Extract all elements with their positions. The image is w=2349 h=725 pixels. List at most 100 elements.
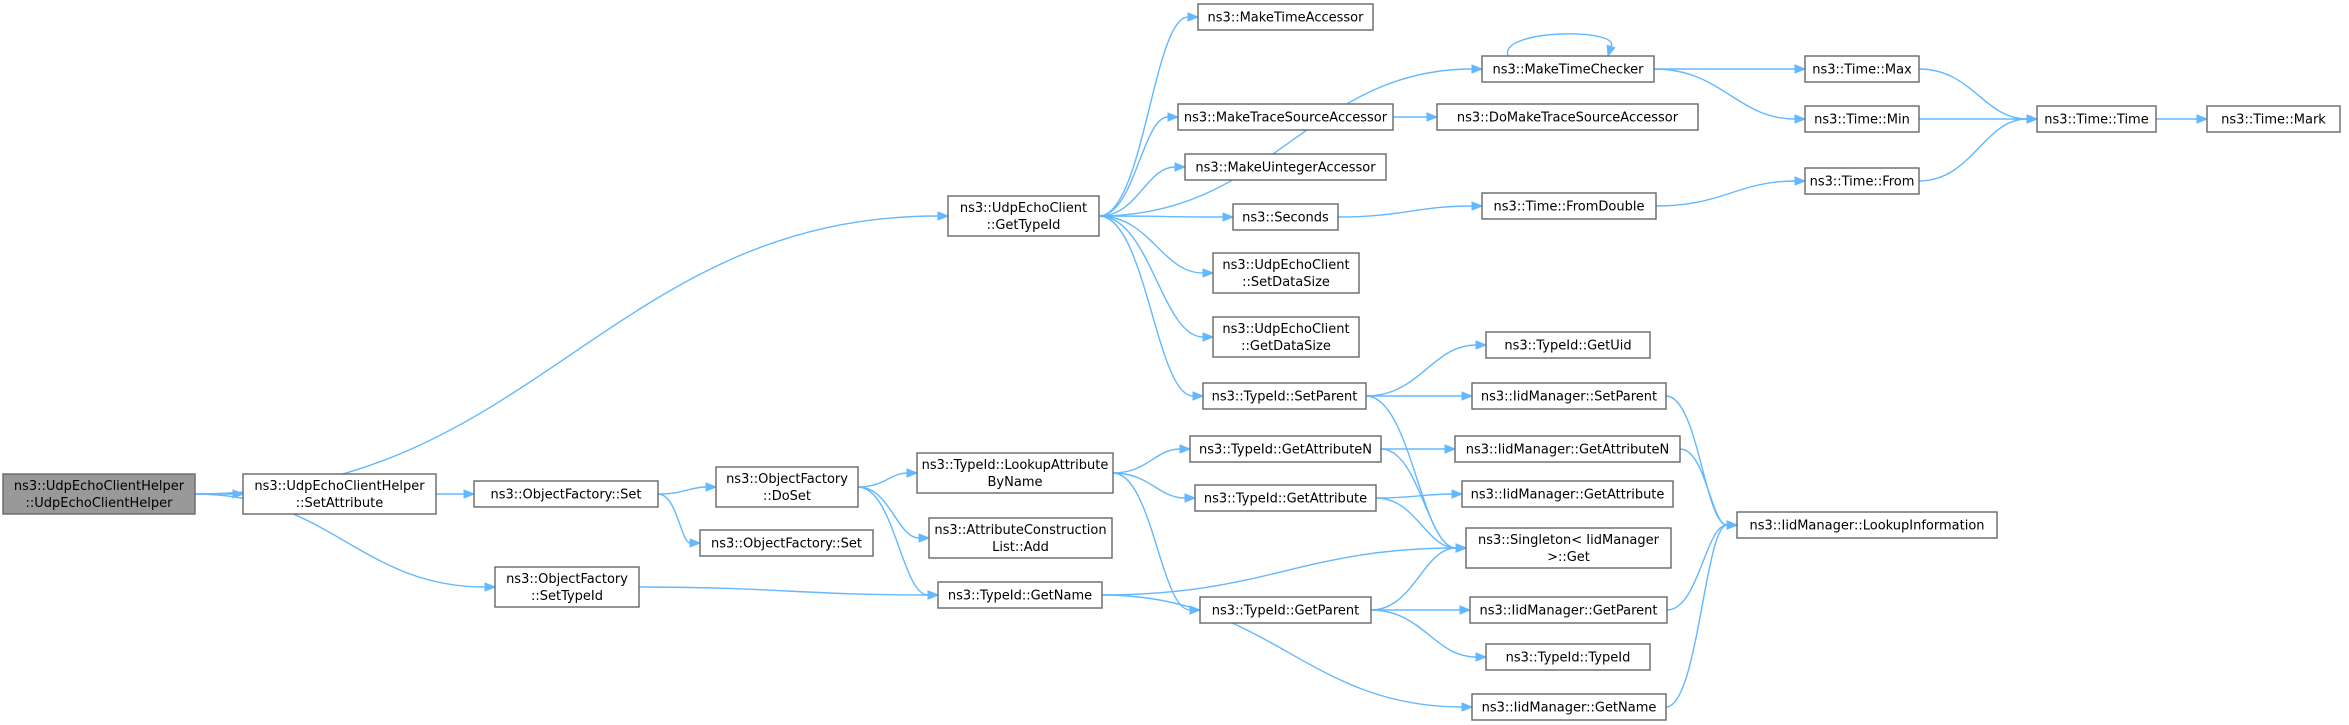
node-root[interactable]: ns3::UdpEchoClientHelper::UdpEchoClientH…: [2, 473, 196, 515]
edge-arrowhead: [1461, 391, 1474, 401]
edge-getAttrN-to-iidGetAttrN: [1381, 444, 1457, 454]
node-ofSet2[interactable]: ns3::ObjectFactory::Set: [699, 529, 874, 557]
node-label: ByName: [988, 475, 1043, 490]
node-label: List::Add: [992, 540, 1049, 555]
node-label: ::UdpEchoClientHelper: [26, 496, 174, 511]
node-setattr[interactable]: ns3::UdpEchoClientHelper::SetAttribute: [242, 473, 437, 515]
node-ofDoSet[interactable]: ns3::ObjectFactory::DoSet: [715, 466, 859, 508]
edge-arrowhead: [906, 468, 919, 478]
node-makeTimeChecker[interactable]: ns3::MakeTimeChecker: [1481, 55, 1655, 83]
node-label: ::SetAttribute: [296, 496, 384, 511]
node-box: [937, 581, 1103, 609]
node-box: [699, 529, 874, 557]
edge-fromDouble-to-timeFrom: [1655, 176, 1807, 207]
node-box: [1481, 55, 1655, 83]
node-getDataSize[interactable]: ns3::UdpEchoClient::GetDataSize: [1212, 316, 1360, 358]
node-timeMax[interactable]: ns3::Time::Max: [1804, 55, 1920, 83]
edge-makeTraceAcc-to-doMakeTrace: [1393, 112, 1439, 122]
edge-line: [857, 486, 929, 596]
node-ofSetTypeId[interactable]: ns3::ObjectFactory::SetTypeId: [494, 566, 640, 608]
node-fromDouble[interactable]: ns3::Time::FromDouble: [1481, 192, 1657, 220]
node-box: [1471, 382, 1667, 410]
edge-line: [1098, 215, 1194, 397]
edge-ofDoSet-to-lookupAttr: [857, 468, 919, 488]
node-ofSet1[interactable]: ns3::ObjectFactory::Set: [473, 480, 659, 508]
edge-arrowhead: [2026, 114, 2039, 124]
node-iidGetAttr[interactable]: ns3::IidManager::GetAttribute: [1461, 480, 1674, 508]
node-timeMark[interactable]: ns3::Time::Mark: [2206, 105, 2341, 133]
edge-line: [1665, 524, 1728, 708]
node-box: [928, 517, 1113, 559]
edge-arrowhead: [1606, 44, 1616, 58]
node-seconds[interactable]: ns3::Seconds: [1232, 203, 1339, 231]
node-singletonGet[interactable]: ns3::Singleton< IidManager >::Get: [1465, 527, 1672, 569]
node-label: ns3::IidManager::LookupInformation: [1749, 519, 1984, 534]
edge-arrowhead: [1459, 605, 1472, 615]
edge-arrowhead: [1726, 520, 1739, 530]
call-graph-nodes: ns3::UdpEchoClientHelper::UdpEchoClientH…: [2, 3, 2341, 721]
node-getTypeId[interactable]: ns3::UdpEchoClient::GetTypeId: [947, 195, 1100, 237]
node-label: ns3::IidManager::GetAttribute: [1471, 488, 1665, 503]
node-iidSetParent[interactable]: ns3::IidManager::SetParent: [1471, 382, 1667, 410]
node-getAttrN[interactable]: ns3::TypeId::GetAttributeN: [1189, 435, 1382, 463]
edge-setParent-to-getUid: [1365, 340, 1488, 397]
edge-line: [1655, 180, 1796, 207]
node-box: [1736, 511, 1998, 539]
node-label: ::GetTypeId: [987, 218, 1061, 233]
edge-arrowhead: [1202, 268, 1215, 278]
edge-arrowhead: [937, 211, 950, 221]
node-iidGetParent[interactable]: ns3::IidManager::GetParent: [1469, 596, 1668, 624]
node-makeUintAcc[interactable]: ns3::MakeUintegerAccessor: [1184, 153, 1387, 181]
edge-arrowhead: [232, 489, 245, 499]
node-tidGetName[interactable]: ns3::TypeId::GetName: [937, 581, 1103, 609]
edge-setParent-to-singletonGet: [1365, 395, 1468, 553]
node-getParent[interactable]: ns3::TypeId::GetParent: [1199, 596, 1372, 624]
node-label: ::DoSet: [763, 489, 811, 504]
node-iidGetName[interactable]: ns3::IidManager::GetName: [1471, 693, 1667, 721]
node-box: [473, 480, 659, 508]
node-box: [1212, 252, 1360, 294]
edge-arrowhead: [689, 538, 702, 548]
edge-line: [857, 472, 908, 488]
node-makeTraceAcc[interactable]: ns3::MakeTraceSourceAccessor: [1177, 103, 1394, 131]
node-box: [1469, 596, 1668, 624]
node-doMakeTrace[interactable]: ns3::DoMakeTraceSourceAccessor: [1436, 103, 1699, 131]
node-makeTimeAcc[interactable]: ns3::MakeTimeAccessor: [1197, 3, 1374, 31]
node-timeFrom[interactable]: ns3::Time::From: [1804, 167, 1920, 195]
node-label: ns3::TypeId::GetParent: [1212, 604, 1360, 619]
node-timeMin[interactable]: ns3::Time::Min: [1804, 105, 1920, 133]
edge-iidGetName-to-lookupInfo: [1665, 520, 1739, 708]
node-box: [2036, 105, 2157, 133]
node-lookupInfo[interactable]: ns3::IidManager::LookupInformation: [1736, 511, 1998, 539]
node-tidTypeId[interactable]: ns3::TypeId::TypeId: [1485, 643, 1651, 671]
edge-line: [1101, 594, 1463, 708]
node-setDataSize[interactable]: ns3::UdpEchoClient::SetDataSize: [1212, 252, 1360, 294]
node-setParent[interactable]: ns3::TypeId::SetParent: [1202, 382, 1367, 410]
node-label: ns3::IidManager::SetParent: [1481, 390, 1657, 405]
edge-arrowhead: [1174, 162, 1187, 172]
edge-setattr-to-ofSet1: [436, 489, 476, 499]
node-iidGetAttrN[interactable]: ns3::IidManager::GetAttributeN: [1454, 435, 1681, 463]
node-label: ns3::TypeId::SetParent: [1212, 390, 1358, 405]
edge-arrowhead: [1451, 489, 1464, 499]
edge-getParent-to-tidTypeId: [1370, 609, 1488, 662]
edge-arrowhead: [1167, 112, 1180, 122]
call-graph-edges: [194, 12, 2209, 712]
node-box: [2206, 105, 2341, 133]
edge-makeTimeChecker-to-timeMin: [1653, 68, 1807, 124]
node-label: ns3::TypeId::GetAttribute: [1204, 492, 1367, 507]
node-box: [947, 195, 1100, 237]
edge-line: [1679, 448, 1728, 526]
node-label: ::SetTypeId: [531, 589, 603, 604]
node-label: ns3::TypeId::GetName: [948, 589, 1092, 604]
node-getUid[interactable]: ns3::TypeId::GetUid: [1485, 331, 1651, 359]
node-timeTime[interactable]: ns3::Time::Time: [2036, 105, 2157, 133]
node-box: [1485, 331, 1651, 359]
node-box: [1461, 480, 1674, 508]
edge-arrowhead: [918, 533, 931, 543]
node-getAttr[interactable]: ns3::TypeId::GetAttribute: [1194, 484, 1377, 512]
edge-iidGetParent-to-lookupInfo: [1666, 520, 1739, 611]
